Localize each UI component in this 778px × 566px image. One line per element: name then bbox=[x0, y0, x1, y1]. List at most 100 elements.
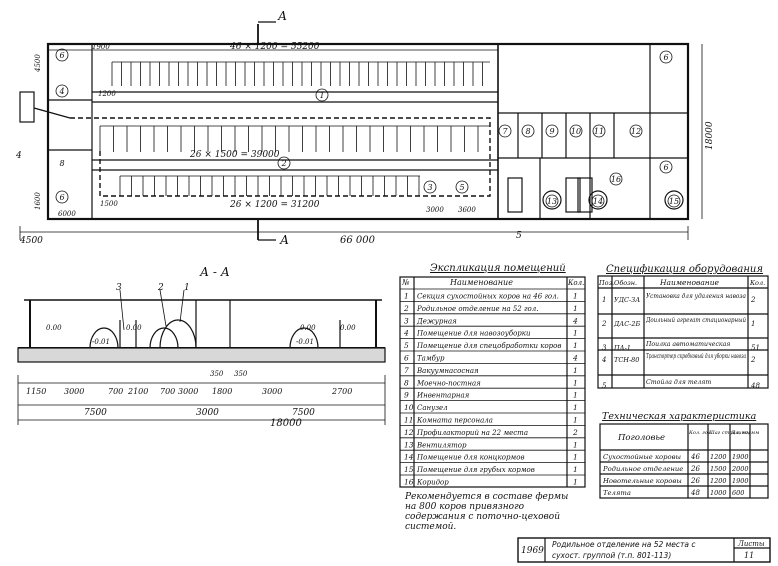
dim-left-h2: 1600 bbox=[34, 192, 42, 210]
room-number-8: 8 bbox=[525, 127, 530, 136]
room-row-name: Помещение для концкормов bbox=[416, 454, 525, 462]
section-dim: 3000 bbox=[64, 387, 84, 396]
equip-qty: 2 bbox=[750, 356, 756, 364]
room-number-9: 9 bbox=[549, 127, 554, 136]
section-dim: 2700 bbox=[331, 387, 352, 396]
section-level: 0.00 bbox=[126, 324, 142, 332]
dim-1500: 1500 bbox=[100, 200, 118, 208]
equip-pos: 2 bbox=[601, 320, 607, 328]
section-dim: 2100 bbox=[127, 387, 148, 396]
floor-plan bbox=[46, 42, 690, 221]
rooms-table-title: Экспликация помещений bbox=[430, 263, 566, 274]
equip-pos: 4 bbox=[601, 356, 606, 364]
section-dim-span: 7500 bbox=[84, 408, 107, 418]
dim-3000: 3000 bbox=[426, 206, 444, 214]
callout-2: 2 bbox=[157, 283, 164, 293]
room-row-qty: 1 bbox=[573, 440, 578, 449]
room-number-6-4: 6 bbox=[59, 193, 64, 202]
room-row-name: Секция сухостойных коров на 46 гол. bbox=[417, 293, 559, 301]
room-row-name: Профилакторий на 22 места bbox=[416, 429, 528, 437]
dim-low: 26 × 1200 = 31200 bbox=[229, 200, 320, 210]
room-row-qty: 1 bbox=[573, 341, 578, 350]
tech-row-c: 1900 bbox=[732, 453, 749, 461]
room-number-14: 14 bbox=[593, 197, 603, 206]
room-row-qty: 4 bbox=[572, 316, 578, 325]
room-number-10: 10 bbox=[571, 127, 581, 136]
equip-h-name: Наименование bbox=[659, 278, 720, 287]
section-level: 0.00 bbox=[340, 324, 356, 332]
section-dim-span: 7500 bbox=[292, 408, 315, 418]
room-row-qty: 1 bbox=[573, 403, 578, 412]
room-row-name: Помещение для грубых кормов bbox=[416, 466, 535, 474]
room-row-name: Коридор bbox=[416, 479, 449, 487]
room-row-number: 2 bbox=[403, 304, 409, 313]
section-dim: 1800 bbox=[212, 387, 232, 396]
room-number-7: 7 bbox=[502, 127, 508, 136]
room-row-qty: 1 bbox=[573, 366, 578, 375]
equip-qty: 51 bbox=[751, 344, 760, 352]
stamp-year: 1969 bbox=[521, 546, 544, 556]
equip-qty: 1 bbox=[751, 320, 755, 328]
tech-h-a: Кол. гол. bbox=[688, 430, 713, 436]
room-row-name: Моечно-постная bbox=[416, 379, 481, 387]
room-row-name: Родильное отделение на 52 гол. bbox=[416, 305, 538, 313]
section-mark-top: А bbox=[277, 9, 287, 23]
section-dim: 700 bbox=[108, 387, 123, 396]
equip-pos: 5 bbox=[602, 382, 607, 390]
equip-pos: 3 bbox=[602, 344, 607, 352]
room-number-6-2: 6 bbox=[59, 51, 64, 60]
note-text: Рекомендуется в составе фермы на 800 кор… bbox=[405, 492, 569, 532]
section-dim: 3000 bbox=[262, 387, 282, 396]
label-4: 4 bbox=[15, 151, 22, 161]
equip-name: Доильный агрегат стационарный bbox=[645, 317, 746, 324]
tech-row-a: 26 bbox=[690, 465, 700, 473]
room-number-8-left: 8 bbox=[59, 159, 64, 168]
tech-row-b: 1200 bbox=[710, 477, 727, 485]
section-dim-span: 3000 bbox=[196, 408, 219, 418]
dim-left-total: 4500 bbox=[19, 236, 43, 246]
equip-h-q: Кол. bbox=[749, 279, 765, 287]
room-row-number: 12 bbox=[404, 428, 414, 437]
rooms-h-q: Кол. bbox=[567, 279, 584, 287]
dim-mid: 26 × 1500 = 39000 bbox=[189, 150, 280, 160]
room-row-name: Вакуумнасосная bbox=[416, 367, 479, 375]
room-row-qty: 1 bbox=[573, 453, 578, 462]
equip-qty: 2 bbox=[750, 296, 756, 304]
section-dim: 1150 bbox=[26, 387, 46, 396]
label-5: 5 bbox=[516, 231, 522, 241]
equip-name: Поилка автоматическая bbox=[645, 341, 730, 348]
tech-table-grid bbox=[599, 423, 769, 499]
callout-1: 1 bbox=[184, 283, 190, 293]
room-number-12: 12 bbox=[631, 127, 641, 136]
dim-total: 66 000 bbox=[340, 235, 376, 246]
room-row-qty: 1 bbox=[573, 465, 578, 474]
room-number-11: 11 bbox=[594, 127, 604, 136]
room-number-16: 16 bbox=[611, 175, 621, 184]
dim-1200: 1200 bbox=[98, 90, 116, 98]
room-number-13: 13 bbox=[547, 197, 557, 206]
manure-tank bbox=[19, 91, 35, 123]
room-row-number: 3 bbox=[404, 316, 409, 325]
tech-row-a: 26 bbox=[690, 477, 700, 485]
rooms-table-grid bbox=[399, 276, 586, 488]
section-dim-mid-1: 350 bbox=[234, 370, 248, 378]
room-row-number: 6 bbox=[404, 354, 409, 363]
room-number-5: 5 bbox=[459, 183, 464, 192]
room-row-number: 15 bbox=[404, 465, 414, 474]
stamp-title-2: сухост. группой (т.п. 801-113) bbox=[552, 551, 671, 560]
room-row-number: 14 bbox=[404, 453, 414, 462]
room-row-qty: 1 bbox=[573, 416, 578, 425]
room-row-qty: 2 bbox=[572, 428, 578, 437]
section-level: -0.01 bbox=[296, 338, 314, 346]
equip-h-code: Обозн. bbox=[614, 279, 637, 287]
tech-row-b: 1500 bbox=[710, 465, 727, 473]
room-row-number: 5 bbox=[404, 341, 409, 350]
room-row-number: 1 bbox=[404, 292, 409, 301]
rooms-h-name: Наименование bbox=[449, 278, 513, 287]
tech-h-c: Длина, мм bbox=[730, 430, 759, 436]
room-row-qty: 4 bbox=[572, 354, 578, 363]
equip-name: Стойла для телят bbox=[646, 379, 711, 386]
stamp-sheet-label: Листы bbox=[737, 540, 765, 548]
room-row-number: 4 bbox=[403, 329, 409, 338]
section-level: 0.00 bbox=[300, 324, 316, 332]
